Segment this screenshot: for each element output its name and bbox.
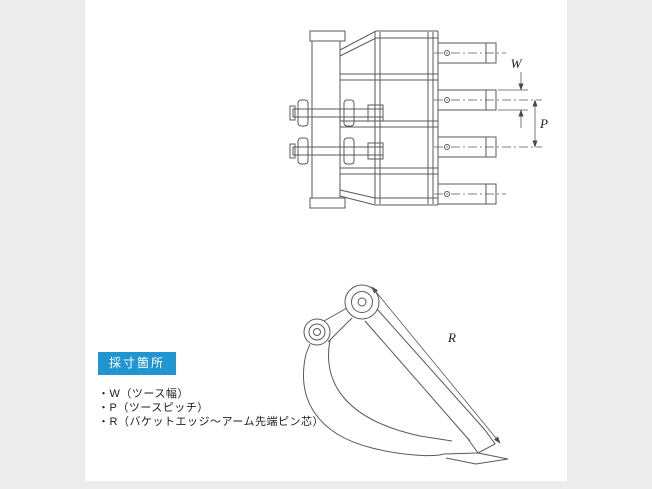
bucket-back-plate — [309, 30, 346, 209]
content-panel: W P R — [85, 0, 567, 481]
bucket-belly-curve — [303, 339, 453, 457]
bucket-teeth — [437, 42, 497, 205]
hinge-pin-assemblies — [289, 99, 384, 165]
bucket-edge-tooth — [443, 452, 509, 465]
arm-pin-boss — [344, 284, 380, 320]
dim-label-r: R — [447, 330, 456, 345]
dimension-p: P — [532, 99, 548, 148]
dim-label-p: P — [539, 116, 548, 131]
legend: ・W（ツース幅） ・P（ツースピッチ） ・R（バケットエッジ～アーム先端ピン芯） — [98, 387, 324, 429]
boss-link-plates — [305, 307, 353, 355]
dimension-r: R — [371, 286, 501, 444]
hinge-pin-lower — [289, 137, 384, 165]
bucket-shell-outline — [339, 30, 439, 206]
legend-item-p: ・P（ツースピッチ） — [98, 402, 209, 414]
measurement-points-label: 採寸箇所 — [98, 352, 177, 375]
dimension-w: W — [498, 56, 528, 128]
link-pin-boss — [303, 318, 331, 346]
bucket-side-view-drawing: R — [303, 284, 509, 465]
legend-item-w: ・W（ツース幅） — [98, 388, 189, 400]
bucket-top-view-drawing: W P — [289, 30, 548, 209]
bucket-back-band — [364, 308, 496, 454]
legend-item-r: ・R（バケットエッジ～アーム先端ピン芯） — [98, 416, 324, 428]
hinge-pin-upper — [289, 99, 384, 127]
dim-label-w: W — [511, 56, 523, 71]
tooth-centerlines — [434, 52, 542, 195]
